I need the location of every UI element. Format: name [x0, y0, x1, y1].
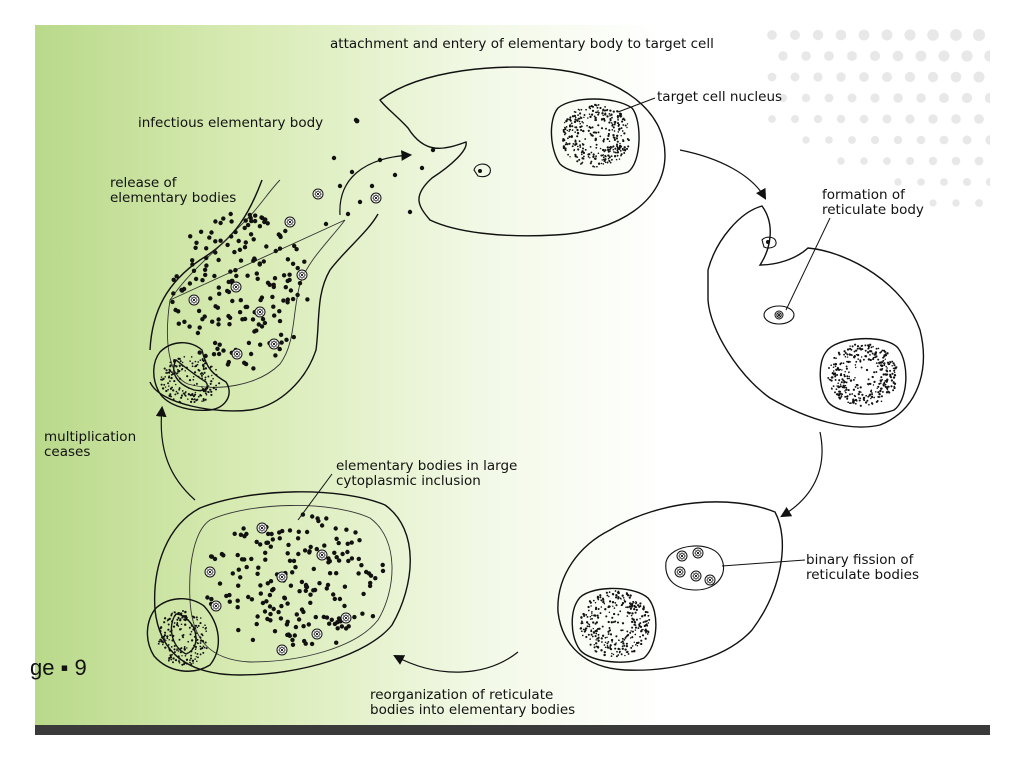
endosome-with-elementary-body — [761, 236, 777, 249]
infected-cell-nucleus — [819, 338, 907, 415]
reticulate-bodies-in-inclusion — [204, 522, 352, 656]
leader-formation — [785, 217, 831, 311]
lysing-inclusion-membrane — [167, 179, 346, 388]
arrow-to-fission — [780, 431, 823, 518]
label-binary-fission: binary fission of reticulate bodies — [806, 553, 919, 583]
label-reorganization: reorganization of reticulate bodies into… — [370, 687, 576, 718]
slide-bottom-bar — [35, 725, 990, 735]
leader-nucleus — [617, 97, 656, 113]
lysing-cell-outline — [149, 179, 379, 412]
label-formation-of-reticulate-body: formation of reticulate body — [822, 188, 924, 218]
entering-elementary-body — [473, 163, 491, 178]
reticulate-body-inclusion — [763, 305, 795, 325]
elementary-bodies-in-inclusion — [205, 512, 386, 647]
label-release-of-elementary-bodies: release of elementary bodies — [110, 175, 237, 206]
decorative-dot-pattern — [767, 29, 990, 207]
dividing-cell-nucleus — [571, 587, 657, 663]
lysing-cell-nucleus — [153, 342, 230, 411]
arrow-release — [339, 150, 413, 216]
leader-binary-fission — [721, 559, 806, 567]
label-elementary-bodies-large-inclusion: elementary bodies in large cytoplasmic i… — [336, 458, 518, 489]
page-number: ge ▪ 9 — [30, 655, 87, 680]
infected-cell-outline — [707, 205, 925, 428]
label-target-cell-nucleus: target cell nucleus — [657, 89, 783, 105]
label-attachment: attachment and entery of elementary body… — [330, 36, 714, 52]
arrow-to-reorganization — [393, 651, 519, 673]
target-cell-outline — [379, 66, 666, 237]
fission-inclusion — [665, 545, 725, 591]
target-cell-nucleus — [550, 98, 640, 176]
leader-large-inclusion — [297, 473, 333, 521]
inclusion-cell-outline — [153, 491, 411, 676]
infectious-body-dot — [354, 118, 360, 124]
reticulate-bodies-in-lysing-cell — [188, 188, 382, 360]
displaced-nucleus — [146, 598, 220, 672]
label-infectious-elementary-body: infectious elementary body — [138, 115, 324, 131]
escaping-elementary-bodies — [315, 117, 436, 227]
arrow-multiplication-ceases — [155, 405, 196, 501]
released-elementary-bodies — [170, 211, 310, 371]
label-multiplication-ceases: multiplication ceases — [44, 429, 137, 460]
dividing-cell-outline — [557, 501, 784, 671]
arrow-to-formation — [679, 149, 767, 200]
